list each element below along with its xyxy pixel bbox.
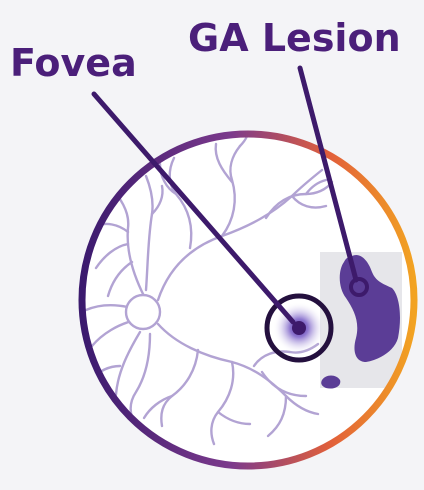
fovea-label: Fovea xyxy=(10,41,137,85)
lesion-label: GA Lesion xyxy=(188,16,401,60)
optic-disc-icon xyxy=(126,295,160,329)
